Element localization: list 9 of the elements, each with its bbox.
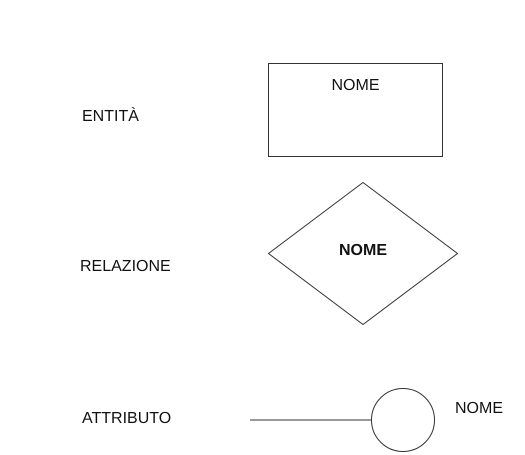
construct-label: ATTRIBUTO <box>82 410 172 428</box>
construct-label: ENTITÀ <box>82 108 139 126</box>
relationship-diamond <box>268 182 458 325</box>
entity-rectangle <box>268 63 443 157</box>
node-label: NOME <box>338 242 388 260</box>
node-label: NOME <box>330 77 380 95</box>
construct-label: RELAZIONE <box>80 258 171 276</box>
attribute-name: NOME <box>455 400 503 418</box>
attribute-circle <box>371 388 435 452</box>
